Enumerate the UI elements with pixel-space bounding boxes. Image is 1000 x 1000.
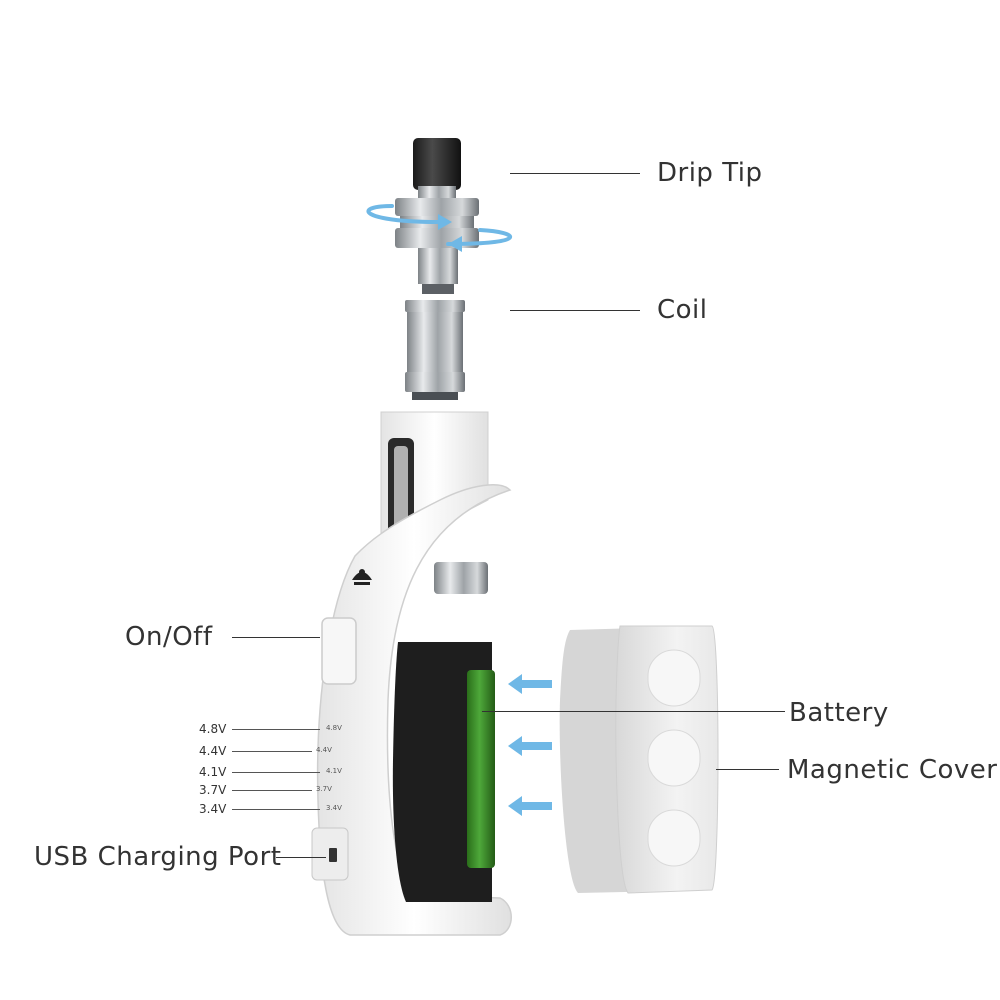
voltage-label: 4.4V xyxy=(199,744,227,758)
usb-port-label: USB Charging Port xyxy=(34,842,282,872)
voltage-leader xyxy=(232,790,312,791)
usb-port-leader xyxy=(276,857,326,858)
device-voltage-mark: 4.8V xyxy=(326,724,342,732)
coil-leader xyxy=(510,310,640,311)
rotation-arrows xyxy=(366,204,512,246)
magnetic-cover-part xyxy=(559,625,719,894)
voltage-leader xyxy=(232,729,320,730)
drip-tip-label: Drip Tip xyxy=(657,158,763,188)
coil-part xyxy=(405,300,465,400)
voltage-leader xyxy=(232,751,312,752)
voltage-label: 4.8V xyxy=(199,722,227,736)
magnetic-cover-leader xyxy=(716,769,779,770)
device-voltage-mark: 4.1V xyxy=(326,767,342,775)
voltage-label: 4.1V xyxy=(199,765,227,779)
voltage-leader xyxy=(232,809,320,810)
drip-tip-part xyxy=(395,138,479,294)
device-voltage-mark: 4.4V xyxy=(316,746,332,754)
device-voltage-mark: 3.4V xyxy=(326,804,342,812)
insertion-arrows xyxy=(508,674,552,816)
battery-leader xyxy=(482,711,785,712)
voltage-label: 3.7V xyxy=(199,783,227,797)
drip-tip-leader xyxy=(510,173,640,174)
on-off-leader xyxy=(232,637,320,638)
brand-logo xyxy=(352,569,372,585)
voltage-label: 3.4V xyxy=(199,802,227,816)
device-voltage-mark: 3.7V xyxy=(316,785,332,793)
on-off-label: On/Off xyxy=(125,622,213,652)
magnetic-cover-label: Magnetic Cover xyxy=(787,755,998,785)
battery-label: Battery xyxy=(789,698,889,728)
voltage-leader xyxy=(232,772,320,773)
coil-label: Coil xyxy=(657,295,708,325)
